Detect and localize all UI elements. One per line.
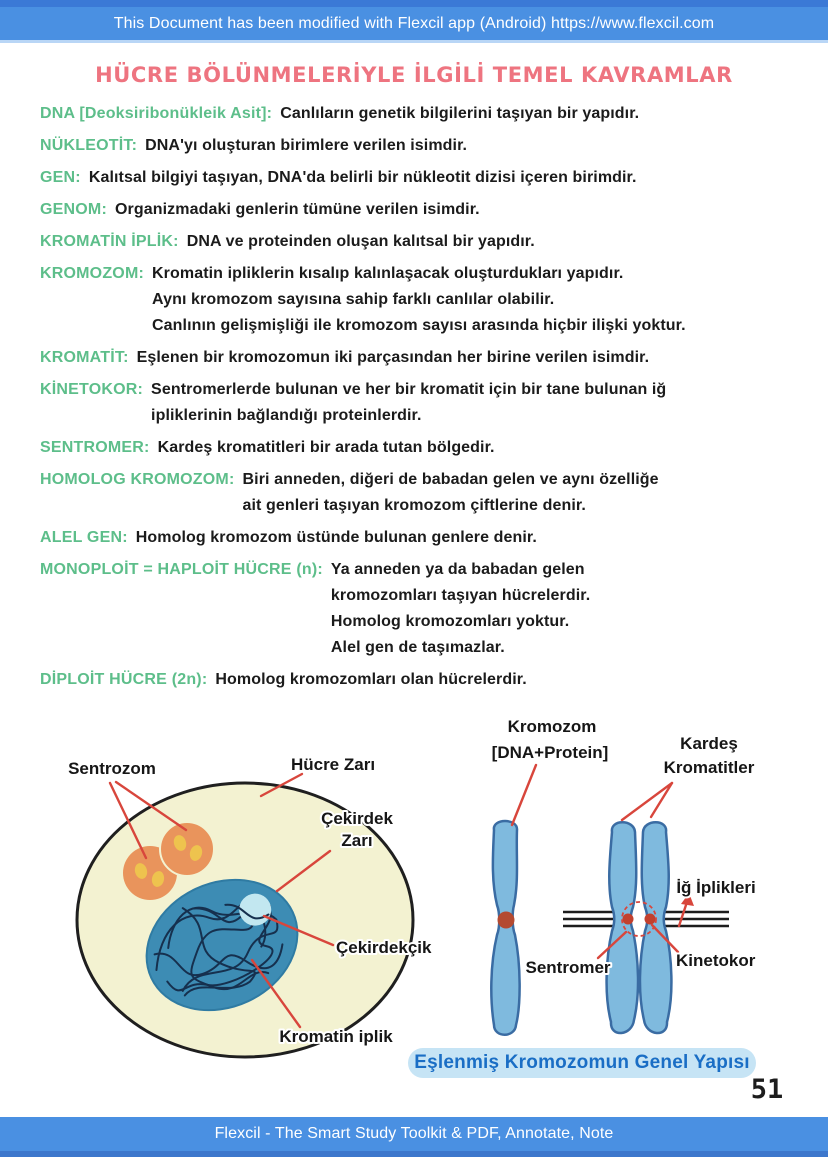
- cell-leader-lines: [108, 772, 335, 1029]
- definition-line: Sentromerlerde bulunan ve her bir kromat…: [151, 381, 667, 398]
- definition-line: ipliklerinin bağlandığı proteinlerdir.: [151, 407, 422, 424]
- banner-top-light-strip: [0, 40, 828, 43]
- definition-row: KROMOZOM: Kromatin ipliklerin kısalıp kal…: [40, 261, 826, 339]
- definition-line: ait genleri taşıyan kromozom çiftlerine …: [242, 497, 586, 514]
- nucleus-group: [145, 878, 299, 1012]
- definition-term: DİPLOİT HÜCRE (2n):: [40, 671, 208, 688]
- definition-row: MONOPLOİT = HAPLOİT HÜCRE (n): Ya anneden…: [40, 557, 826, 661]
- banner-top-main: This Document has been modified with Fle…: [0, 7, 828, 40]
- banner-bottom-main: Flexcil - The Smart Study Toolkit & PDF,…: [0, 1117, 828, 1151]
- kinetochore-dot-right: [644, 913, 656, 925]
- definition-line: Biri anneden, diğeri de babadan gelen ve…: [242, 471, 659, 488]
- definition-term: KROMATİT:: [40, 349, 129, 366]
- definition-text: Ya anneden ya da babadan gelen kromozomla…: [331, 557, 590, 661]
- cekirdek-zari-label-line1: Çekirdek: [321, 809, 393, 828]
- page-number: 51: [750, 1074, 784, 1105]
- ig-iplikleri-label: İğ İplikleri: [676, 878, 755, 897]
- definition-line: Kalıtsal bilgiyi taşıyan, DNA'da belirli…: [88, 169, 637, 186]
- kromozom-label-line1: Kromozom: [508, 717, 597, 736]
- hucre-zari-label: Hücre Zarı: [291, 755, 375, 774]
- definition-term: GEN:: [40, 169, 81, 186]
- banner-top-text: This Document has been modified with Fle…: [113, 14, 715, 32]
- definition-term: MONOPLOİT = HAPLOİT HÜCRE (n):: [40, 561, 323, 578]
- definition-term: KİNETOKOR:: [40, 381, 144, 398]
- page-title: HÜCRE BÖLÜNMELERİYLE İLGİLİ TEMEL KAVRAM…: [95, 63, 733, 87]
- banner-bottom-dark-strip: [0, 1151, 828, 1157]
- flexcil-top-banner: This Document has been modified with Fle…: [0, 0, 828, 43]
- cekirdekcik-label: Çekirdekçik: [336, 938, 432, 957]
- definition-row: NÜKLEOTİT: DNA'yı oluşturan birimlere ver…: [40, 133, 826, 159]
- definitions-list: DNA [Deoksiribonükleik Asit]: Canlıların …: [40, 101, 826, 699]
- definition-line: Aynı kromozom sayısına sahip farklı canl…: [152, 291, 555, 308]
- sentrozom-label: Sentrozom: [68, 759, 156, 778]
- definition-text: DNA ve proteinden oluşan kalıtsal bir ya…: [187, 229, 535, 255]
- definition-line: Canlının gelişmişliği ile kromozom sayıs…: [152, 317, 686, 334]
- definition-line: Canlıların genetik bilgilerini taşıyan b…: [280, 105, 640, 122]
- definition-text: Homolog kromozom üstünde bulunan genlere…: [136, 525, 537, 551]
- chromosome-illustration: Kromozom [DNA+Protein] Kardeş Kromatitle…: [490, 715, 758, 1036]
- centromere-dot-shape: [497, 911, 515, 929]
- definition-line: Kromatin ipliklerin kısalıp kalınlaşacak…: [152, 265, 624, 282]
- definition-line: Organizmadaki genlerin tümüne verilen is…: [114, 201, 480, 218]
- diagram-caption-highlight: Eşlenmiş Kromozomun Genel Yapısı: [408, 1048, 756, 1078]
- definition-line: DNA ve proteinden oluşan kalıtsal bir ya…: [186, 233, 535, 250]
- definition-line: DNA'yı oluşturan birimlere verilen isimd…: [145, 137, 468, 154]
- definition-text: Organizmadaki genlerin tümüne verilen is…: [115, 197, 480, 223]
- definition-row: SENTROMER: Kardeş kromatitleri bir arada …: [40, 435, 826, 461]
- definition-term: GENOM:: [40, 201, 107, 218]
- definition-text: Kalıtsal bilgiyi taşıyan, DNA'da belirli…: [89, 165, 637, 191]
- diagram-caption-text: Eşlenmiş Kromozomun Genel Yapısı: [414, 1052, 750, 1073]
- definition-row: GEN: Kalıtsal bilgiyi taşıyan, DNA'da bel…: [40, 165, 826, 191]
- sentromer-label: Sentromer: [525, 958, 610, 977]
- definition-text: DNA'yı oluşturan birimlere verilen isimd…: [145, 133, 467, 159]
- banner-top-dark-strip: [0, 0, 828, 7]
- kinetochore-dot-left: [622, 913, 634, 925]
- definition-row: HOMOLOG KROMOZOM: Biri anneden, diğeri de…: [40, 467, 826, 519]
- definition-term: KROMATİN İPLİK:: [40, 233, 179, 250]
- definition-row: KROMATİT: Eşlenen bir kromozomun iki parç…: [40, 345, 826, 371]
- duplicated-chromosome-shape: [605, 821, 673, 1035]
- definition-row: KİNETOKOR: Sentromerlerde bulunan ve her …: [40, 377, 826, 429]
- kinetokor-label: Kinetokor: [676, 951, 756, 970]
- cekirdek-zari-label-line2: Zarı: [341, 831, 372, 850]
- definition-text: Sentromerlerde bulunan ve her bir kromat…: [151, 377, 666, 429]
- cell-illustration: Sentrozom Hücre Zarı Çekirdek Zarı Çekir…: [66, 753, 434, 1059]
- definition-line: Homolog kromozom üstünde bulunan genlere…: [135, 529, 537, 546]
- definition-line: Ya anneden ya da babadan gelen: [330, 561, 585, 578]
- definition-line: Alel gen de taşımazlar.: [330, 639, 505, 656]
- definition-text: Kardeş kromatitleri bir arada tutan bölg…: [158, 435, 495, 461]
- definition-text: Canlıların genetik bilgilerini taşıyan b…: [280, 101, 639, 127]
- definition-term: ALEL GEN:: [40, 529, 128, 546]
- definition-term: SENTROMER:: [40, 439, 150, 456]
- kardes-kromatitler-label-line2: Kromatitler: [664, 758, 755, 777]
- definition-row: GENOM: Organizmadaki genlerin tümüne veri…: [40, 197, 826, 223]
- definition-line: Homolog kromozomları yoktur.: [330, 613, 570, 630]
- chromatin-over-nucleolus: [224, 903, 270, 920]
- definition-line: Homolog kromozomları olan hücrelerdir.: [215, 671, 527, 688]
- kromatin-iplik-label: Kromatin iplik: [279, 1027, 393, 1046]
- banner-bottom-text: Flexcil - The Smart Study Toolkit & PDF,…: [214, 1125, 614, 1142]
- definition-term: NÜKLEOTİT:: [40, 137, 138, 154]
- kromozom-label-line2: [DNA+Protein]: [492, 743, 609, 762]
- definition-row: DNA [Deoksiribonükleik Asit]: Canlıların …: [40, 101, 826, 127]
- kardes-kromatitler-label-line1: Kardeş: [680, 734, 738, 753]
- definition-term: DNA [Deoksiribonükleik Asit]:: [40, 105, 273, 122]
- definition-line: Kardeş kromatitleri bir arada tutan bölg…: [157, 439, 495, 456]
- definition-text: Eşlenen bir kromozomun iki parçasından h…: [137, 345, 650, 371]
- definition-line: Eşlenen bir kromozomun iki parçasından h…: [136, 349, 650, 366]
- centrosome-shapes: [123, 821, 215, 900]
- definition-row: KROMATİN İPLİK: DNA ve proteinden oluşan …: [40, 229, 826, 255]
- centromere-region-dashed-circle: [621, 901, 657, 937]
- definition-term: HOMOLOG KROMOZOM:: [40, 471, 235, 488]
- chromosome-leader-lines: [510, 763, 694, 960]
- definition-text: Homolog kromozomları olan hücrelerdir.: [215, 667, 526, 693]
- definition-text: Biri anneden, diğeri de babadan gelen ve…: [243, 467, 659, 519]
- definition-line: kromozomları taşıyan hücrelerdir.: [330, 587, 591, 604]
- flexcil-bottom-banner: Flexcil - The Smart Study Toolkit & PDF,…: [0, 1117, 828, 1157]
- definition-row: ALEL GEN: Homolog kromozom üstünde buluna…: [40, 525, 826, 551]
- definition-text: Kromatin ipliklerin kısalıp kalınlaşacak…: [152, 261, 686, 339]
- definition-term: KROMOZOM:: [40, 265, 145, 282]
- cell-and-chromosome-diagram: Sentrozom Hücre Zarı Çekirdek Zarı Çekir…: [66, 715, 758, 1059]
- definition-row: DİPLOİT HÜCRE (2n): Homolog kromozomları …: [40, 667, 826, 693]
